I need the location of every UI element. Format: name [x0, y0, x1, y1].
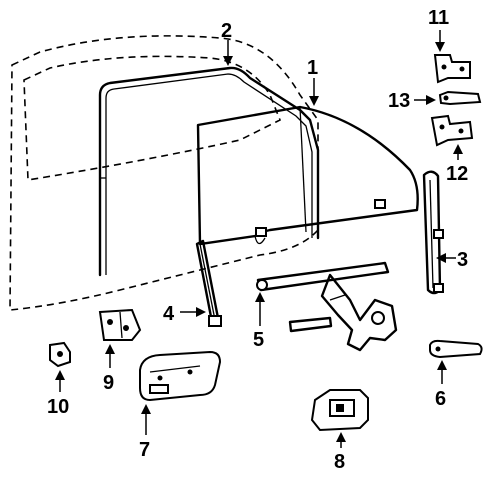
front-run-channel: [195, 239, 222, 327]
door-outline: 1 2 3 4 5 6 7 8 9 10 11 12 13: [9, 7, 483, 473]
leader-lines: [55, 30, 463, 448]
glass-bracket-left: [255, 227, 267, 237]
callout-2: 2: [221, 20, 232, 42]
callout-10: 10: [47, 396, 69, 418]
rear-run-channel: [422, 170, 444, 295]
callout-labels: 1 2 3 4 5 6 7 8 9 10 11 12 13: [47, 7, 468, 473]
inside-door-handle: [139, 350, 222, 402]
callout-7: 7: [139, 439, 150, 461]
lock-cylinder: [49, 341, 71, 368]
glass-bracket-right: [374, 199, 386, 209]
window-switch: [310, 389, 369, 432]
callout-1: 1: [307, 57, 318, 79]
door-latch: [98, 308, 142, 341]
upper-hinge: [433, 54, 471, 84]
callout-6: 6: [435, 388, 446, 410]
callout-3: 3: [457, 249, 468, 271]
outside-door-handle: [429, 339, 483, 359]
lower-hinge: [430, 114, 474, 147]
door-check: [438, 90, 482, 106]
window-regulator: [256, 261, 398, 352]
callout-4: 4: [163, 303, 175, 325]
callout-12: 12: [446, 163, 468, 185]
door-glass: [196, 105, 419, 246]
callout-11: 11: [428, 7, 449, 29]
glass-run-channel: [98, 66, 320, 277]
callout-8: 8: [334, 451, 345, 473]
callout-9: 9: [103, 372, 114, 394]
callout-13: 13: [388, 90, 410, 112]
callout-5: 5: [253, 329, 264, 351]
